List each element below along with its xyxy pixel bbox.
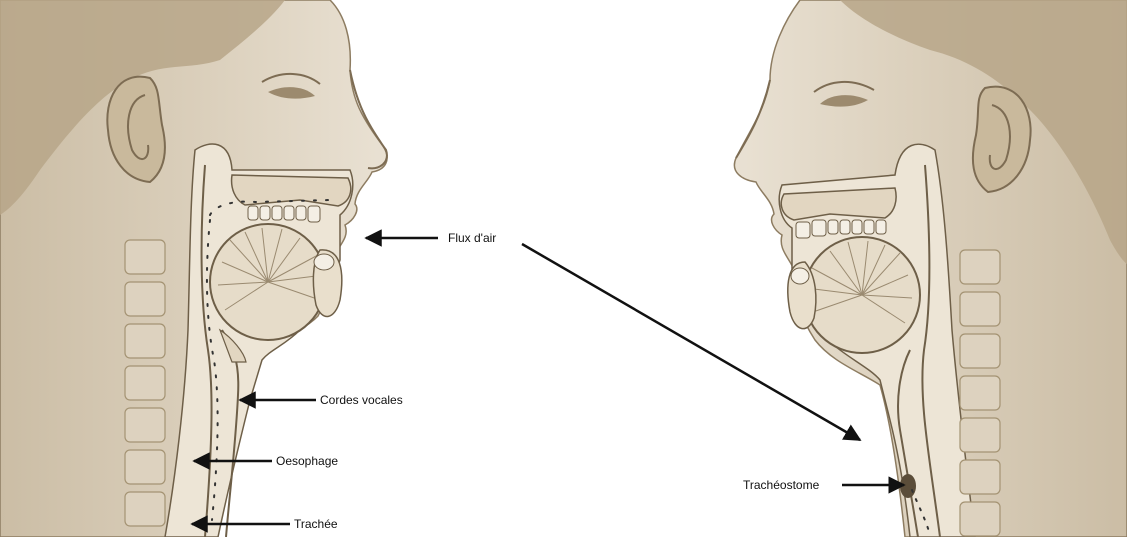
- airflow-label: Flux d'air: [448, 231, 496, 245]
- esophagus-label: Oesophage: [276, 454, 338, 468]
- right-head-figure: [734, 0, 1127, 537]
- trachea-label: Trachée: [294, 517, 338, 531]
- tracheostoma-label: Trachéostome: [743, 478, 819, 492]
- vocal-cords-label: Cordes vocales: [320, 393, 403, 407]
- left-spine: [125, 240, 165, 526]
- right-spine: [960, 250, 1000, 536]
